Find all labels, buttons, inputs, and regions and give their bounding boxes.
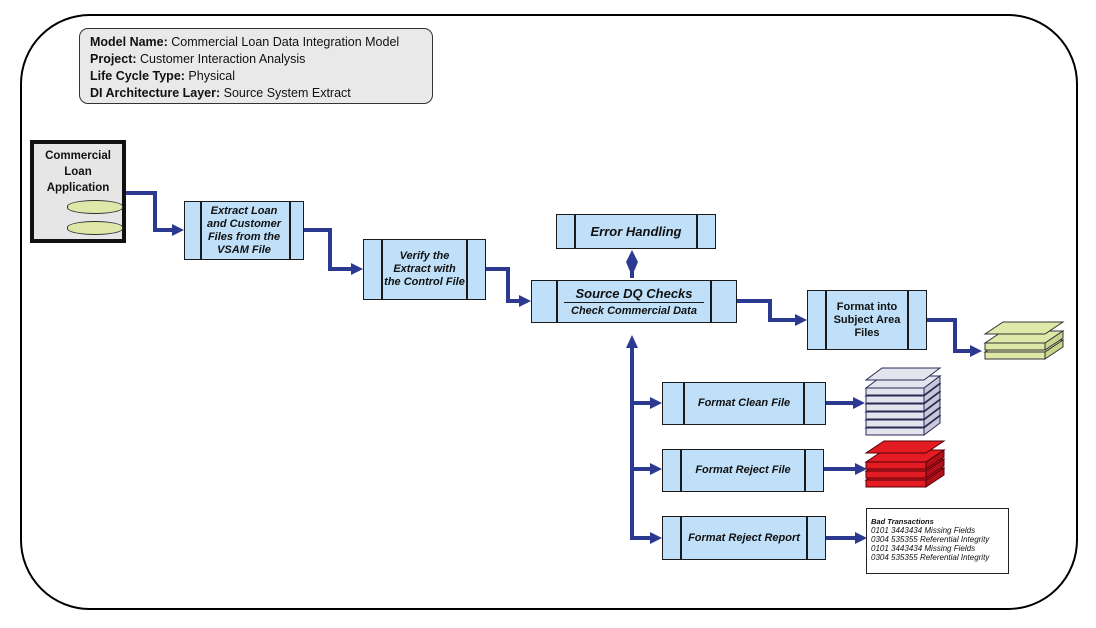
report-line: 0101 3443434 Missing Fields	[871, 544, 976, 553]
model-metadata-box: Model Name: Commercial Loan Data Integra…	[79, 28, 433, 104]
reject-file-icon	[864, 440, 946, 488]
model-name-label: Model Name:	[90, 35, 168, 49]
process-format-subject-area: Format into Subject Area Files	[807, 290, 927, 350]
arrowhead	[795, 314, 807, 326]
layer-label: DI Architecture Layer:	[90, 86, 221, 100]
process-format-reject-file: Format Reject File	[662, 449, 824, 492]
source-commercial-loan-application: Commercial Loan Application	[30, 140, 126, 243]
arrowhead-up	[626, 335, 638, 348]
connector-verify-to-dq	[486, 267, 521, 303]
arrowhead	[519, 295, 531, 307]
life-cycle-value: Physical	[188, 69, 235, 83]
connector-dq-branch	[630, 347, 652, 540]
diagram-frame	[20, 14, 1078, 610]
process-source-dq-checks: Source DQ Checks Check Commercial Data	[531, 280, 737, 323]
database-icon	[67, 200, 123, 214]
arrowhead	[970, 345, 982, 357]
process-dq-title: Source DQ Checks	[575, 286, 693, 301]
process-verify: Verify the Extract with the Control File	[363, 239, 486, 300]
source-label-line: Application	[46, 182, 110, 194]
report-title: Bad Transactions	[871, 517, 934, 526]
arrowhead	[855, 532, 867, 544]
process-error-label: Error Handling	[590, 223, 682, 239]
process-format-subject-label: Format into Subject Area Files	[833, 300, 901, 339]
process-extract: Extract Loan and Customer Files from the…	[184, 201, 304, 260]
source-label: Commercial Loan Application	[34, 148, 122, 196]
process-error-handling: Error Handling	[556, 214, 716, 249]
arrowhead	[853, 397, 865, 409]
arrowhead	[650, 397, 662, 409]
arrowhead	[172, 224, 184, 236]
layer-value: Source System Extract	[223, 86, 351, 100]
project-label: Project:	[90, 52, 137, 66]
error-link-diamond	[626, 250, 638, 276]
process-format-clean-label: Format Clean File	[697, 397, 791, 409]
process-format-clean-file: Format Clean File	[662, 382, 826, 425]
connector-extract-to-verify	[304, 228, 353, 271]
database-icon	[67, 221, 123, 235]
report-line: 0304 535355 Referential Integrity	[871, 535, 990, 544]
arrowhead	[351, 263, 363, 275]
report-line: 0101 3443434 Missing Fields	[871, 526, 976, 535]
reject-report-document: Bad Transactions 0101 3443434 Missing Fi…	[866, 508, 1009, 574]
arrowhead	[650, 532, 662, 544]
connector-subject-to-file	[927, 318, 972, 353]
clean-file-icon	[864, 367, 942, 436]
model-name-value: Commercial Loan Data Integration Model	[171, 35, 400, 49]
arrowhead	[855, 463, 867, 475]
process-dq-subtitle: Check Commercial Data	[571, 305, 697, 317]
report-line: 0304 535355 Referential Integrity	[871, 553, 990, 562]
project-value: Customer Interaction Analysis	[140, 52, 306, 66]
arrowhead	[650, 463, 662, 475]
process-format-reject-report-label: Format Reject Report	[688, 531, 800, 544]
source-label-line: Commercial	[45, 150, 111, 162]
life-cycle-label: Life Cycle Type:	[90, 69, 185, 83]
connector-source-to-extract	[126, 191, 174, 232]
process-dq-divider	[564, 302, 704, 303]
process-verify-label: Verify the Extract with the Control File	[384, 250, 465, 288]
subject-area-files-icon	[983, 321, 1065, 360]
connector-dq-to-subject	[737, 299, 797, 322]
process-format-reject-report: Format Reject Report	[662, 516, 826, 560]
source-label-line: Loan	[64, 166, 92, 178]
process-format-reject-file-label: Format Reject File	[695, 464, 791, 476]
process-extract-label: Extract Loan and Customer Files from the…	[207, 204, 281, 256]
